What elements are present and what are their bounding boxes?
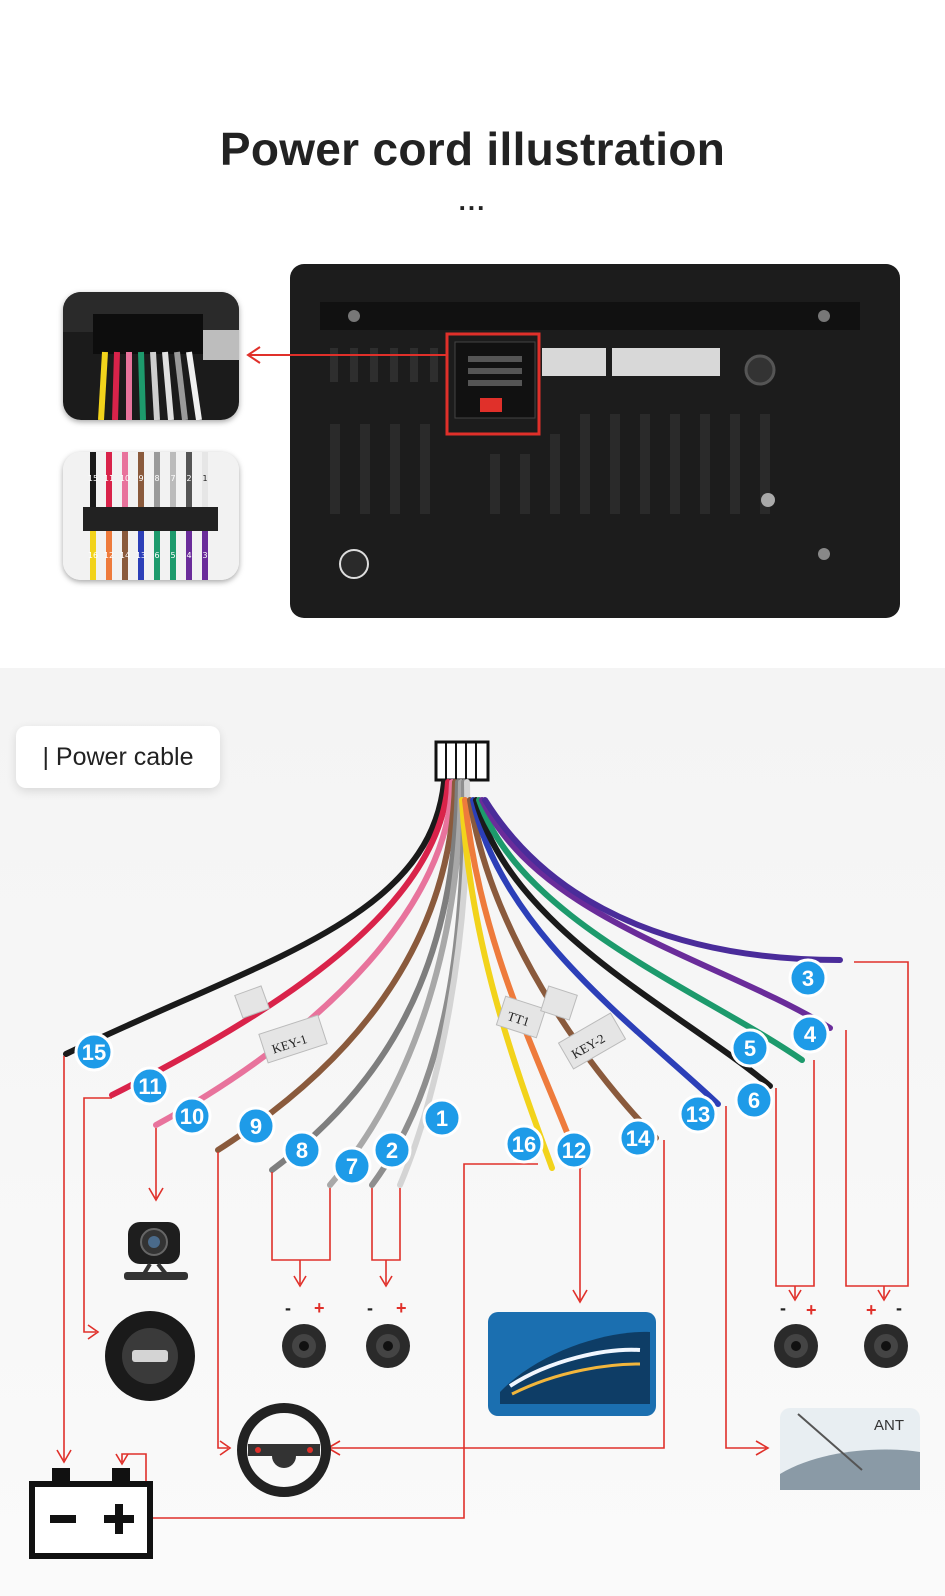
connector-number: 14 bbox=[120, 551, 130, 560]
connector-number: 6 bbox=[154, 551, 159, 560]
tt1-tag bbox=[495, 995, 547, 1039]
connector-number: 11 bbox=[104, 474, 114, 483]
badge-2: 2 bbox=[386, 1138, 398, 1163]
polarity-plus: + bbox=[314, 1298, 325, 1318]
antenna-photo: ANT bbox=[780, 1408, 920, 1490]
speaker-icon bbox=[864, 1324, 908, 1368]
wire-14-brown bbox=[467, 797, 659, 1141]
connector-number: 15 bbox=[88, 474, 98, 483]
speaker-icon bbox=[282, 1324, 326, 1368]
wire-6-black bbox=[473, 797, 773, 1089]
connector-number: 5 bbox=[170, 551, 175, 560]
camera-icon bbox=[124, 1222, 188, 1280]
connector-number: 16 bbox=[88, 551, 98, 560]
harness-connector bbox=[434, 740, 490, 782]
badge-5: 5 bbox=[744, 1036, 756, 1061]
wiring-diagram: KEY-1 TT1 KEY-2 bbox=[29, 740, 920, 1559]
badge-12: 12 bbox=[562, 1138, 586, 1163]
polarity-minus: - bbox=[367, 1298, 373, 1318]
ignition-switch-icon bbox=[105, 1311, 195, 1401]
antenna-label: ANT bbox=[874, 1417, 904, 1434]
title-dots: ... bbox=[458, 186, 487, 216]
polarity-minus: - bbox=[780, 1298, 786, 1318]
badge-7: 7 bbox=[346, 1154, 358, 1179]
connector-number: 8 bbox=[154, 474, 159, 483]
polarity-plus: + bbox=[396, 1298, 407, 1318]
badge-16: 16 bbox=[512, 1132, 536, 1157]
speaker-icon bbox=[366, 1324, 410, 1368]
head-unit-back-photo bbox=[290, 264, 910, 627]
badge-14: 14 bbox=[626, 1126, 651, 1151]
speaker-icon bbox=[774, 1324, 818, 1368]
power-cable-label: | Power cable bbox=[16, 726, 220, 788]
badge-6: 6 bbox=[748, 1088, 760, 1113]
battery-icon bbox=[29, 1468, 153, 1559]
wire-badges: 15 11 10 9 8 7 2 1 16 12 14 13 6 5 4 3 bbox=[74, 958, 830, 1186]
numbered-connector-photo: 15 11 10 9 8 7 2 1 16 12 14 13 6 5 4 3 bbox=[63, 452, 239, 580]
connector-number: 9 bbox=[138, 474, 143, 483]
tt1-tag-text: TT1 bbox=[506, 1008, 532, 1029]
wire-7-gray bbox=[327, 779, 464, 1188]
wire-11-red bbox=[109, 779, 451, 1098]
wire-8-gray bbox=[269, 779, 461, 1173]
polarity-minus: - bbox=[285, 1298, 291, 1318]
wire-16-yellow bbox=[459, 797, 555, 1171]
key2-tag bbox=[557, 1012, 627, 1070]
badge-1: 1 bbox=[436, 1106, 448, 1131]
headlight-photo bbox=[488, 1312, 656, 1416]
connector-number: 3 bbox=[202, 551, 207, 560]
connector-closeup-photo bbox=[63, 292, 239, 420]
connector-number: 1 bbox=[202, 474, 207, 483]
badge-11: 11 bbox=[138, 1074, 161, 1099]
wire-13-blue bbox=[470, 797, 721, 1107]
connector-highlight-box bbox=[445, 332, 541, 436]
key1-tag bbox=[258, 1014, 328, 1064]
connector-number: 4 bbox=[186, 551, 191, 560]
connector-number: 13 bbox=[136, 551, 146, 560]
page-title: Power cord illustration bbox=[219, 123, 726, 175]
connector-number: 10 bbox=[120, 474, 130, 483]
wire-15-black bbox=[63, 779, 447, 1057]
wire-9-brown bbox=[215, 779, 458, 1153]
connector-number: 12 bbox=[104, 551, 114, 560]
badge-9: 9 bbox=[250, 1114, 262, 1139]
badge-13: 13 bbox=[686, 1102, 710, 1127]
connector-pointer-arrow bbox=[246, 346, 446, 364]
wire-3-purple bbox=[482, 797, 843, 963]
badge-4: 4 bbox=[804, 1022, 817, 1047]
polarity-minus: - bbox=[896, 1298, 902, 1318]
badge-3: 3 bbox=[802, 966, 814, 991]
connector-number: 7 bbox=[170, 474, 175, 483]
wire-10-pink bbox=[153, 779, 455, 1128]
polarity-plus: + bbox=[866, 1300, 877, 1320]
badge-8: 8 bbox=[296, 1138, 308, 1163]
badge-15: 15 bbox=[82, 1040, 106, 1065]
steering-wheel-icon bbox=[237, 1403, 331, 1497]
badge-10: 10 bbox=[180, 1104, 204, 1129]
polarity-plus: + bbox=[806, 1300, 817, 1320]
connector-number: 2 bbox=[186, 474, 191, 483]
wire-4-purple bbox=[479, 797, 833, 1031]
